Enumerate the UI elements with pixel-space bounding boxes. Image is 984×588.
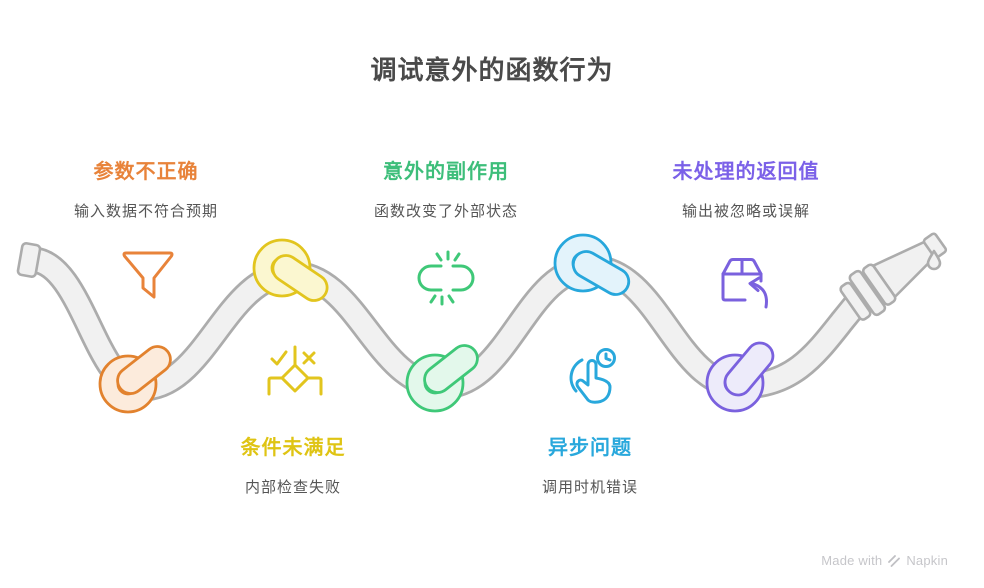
knot-async-problem [553, 233, 631, 296]
step-desc: 内部检查失败 [244, 479, 341, 496]
step-label: 异步问题 [547, 437, 632, 459]
step-desc: 函数改变了外部状态 [373, 203, 519, 220]
step-label: 意外的副作用 [382, 161, 509, 183]
step-label: 参数不正确 [93, 161, 199, 183]
made-with-napkin[interactable]: Made with Napkin [821, 553, 948, 568]
page-title: 调试意外的函数行为 [370, 55, 614, 85]
hose-end-cap [16, 242, 42, 278]
step-desc: 输入数据不符合预期 [73, 203, 219, 220]
step-label: 条件未满足 [240, 437, 346, 459]
step-condition-not-met: 条件未满足 内部检查失败 [241, 431, 346, 497]
step-unhandled-return-value: 未处理的返回值 输出被忽略或误解 [673, 155, 820, 221]
knot-condition-not-met [252, 238, 329, 302]
made-with-text: Made with [821, 553, 883, 568]
step-incorrect-arguments: 参数不正确 输入数据不符合预期 [74, 155, 218, 221]
decision-check-icon [267, 345, 323, 396]
broken-link-icon [417, 250, 475, 306]
step-desc: 输出被忽略或误解 [681, 203, 810, 220]
funnel-icon [122, 251, 174, 299]
step-desc: 调用时机错误 [541, 479, 639, 496]
step-async-problem: 异步问题 调用时机错误 [542, 431, 638, 497]
hand-click-clock-icon [569, 348, 616, 404]
nozzle [839, 232, 948, 321]
step-label: 未处理的返回值 [672, 161, 820, 183]
knot-unhandled-return-value [705, 341, 775, 413]
package-return-icon [721, 258, 768, 309]
step-unexpected-side-effect: 意外的副作用 函数改变了外部状态 [374, 155, 518, 221]
knot-incorrect-arguments [98, 345, 172, 414]
brand-text: Napkin [906, 553, 948, 568]
napkin-logo-icon [888, 554, 901, 567]
knot-unexpected-side-effect [405, 344, 479, 413]
droplet-icon [926, 249, 942, 271]
